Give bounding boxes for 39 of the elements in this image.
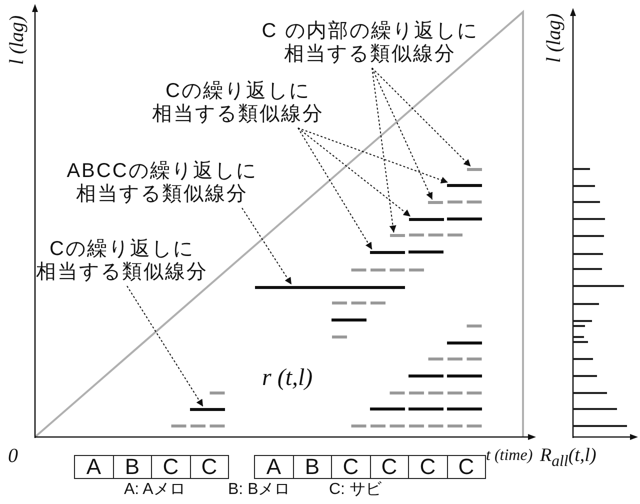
similar-segment (390, 234, 405, 236)
section-cell: C (446, 455, 486, 479)
key-text: A: Aメロ (124, 482, 186, 498)
y-axis-label: l (lag) (7, 15, 27, 65)
leader-arrow (298, 128, 448, 184)
callout-text: Cの繰り返しに相当する類似線分 (36, 238, 208, 284)
similar-segment (254, 286, 405, 288)
section-cell: C (370, 455, 409, 479)
leader-arrow (372, 68, 396, 233)
leader-arrow (242, 208, 292, 285)
origin-label: 0 (8, 446, 18, 466)
plot-label: r (t,l) (262, 366, 313, 390)
leader-arrow (126, 286, 204, 407)
x-axis-label: t (time) (486, 448, 533, 464)
key-text: C: サビ (329, 482, 382, 498)
section-cell: B (112, 455, 152, 479)
leader-arrow (372, 68, 472, 167)
section-cell: C (408, 455, 448, 479)
similar-segment (408, 218, 444, 220)
callout-text: C の内部の繰り返しに相当する類似線分 (262, 20, 478, 66)
similar-segment (370, 250, 405, 254)
section-cell: A (74, 455, 114, 479)
section-cell: C (151, 455, 190, 479)
similar-segment (190, 408, 225, 410)
section-cell: A (254, 455, 294, 479)
similar-segment (466, 168, 482, 170)
section-cell: B (292, 455, 332, 479)
y-axis-label: l (lag) (544, 13, 564, 63)
similar-segment (447, 184, 482, 186)
section-cell: C (331, 455, 370, 479)
section-cell: C (190, 455, 229, 479)
leader-arrow (298, 128, 372, 250)
callout-text: Cの繰り返しに相当する類似線分 (152, 80, 324, 126)
key-text: B: Bメロ (228, 482, 290, 498)
leader-arrow (298, 128, 411, 217)
similar-segment (428, 200, 444, 204)
callout-text: ABCCの繰り返しに相当する類似線分 (66, 160, 258, 206)
leader-arrow (372, 68, 433, 200)
x-axis-label: R$_{all}$(t,l) (540, 446, 596, 470)
